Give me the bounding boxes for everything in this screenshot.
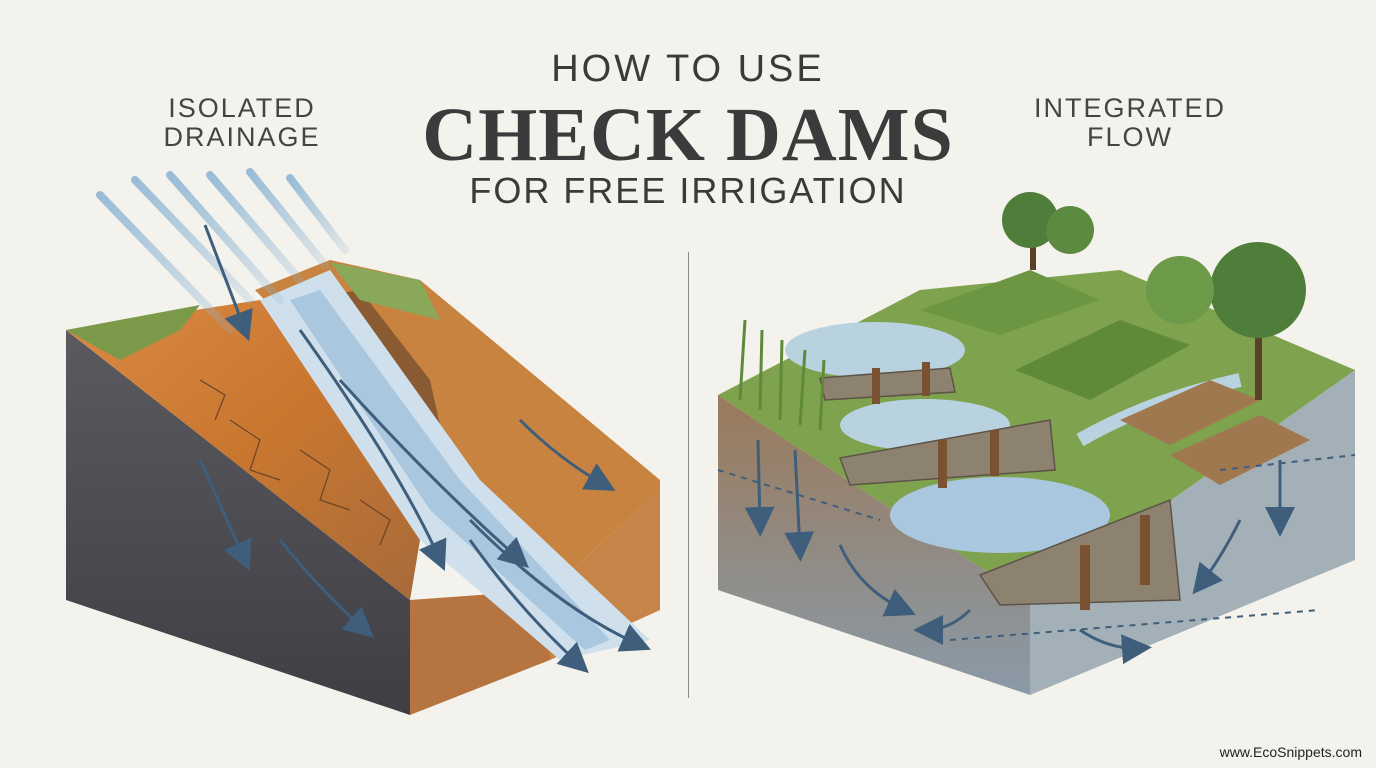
left-panel-label: ISOLATED DRAINAGE <box>122 94 362 152</box>
rain <box>96 168 349 334</box>
watermark[interactable]: www.EcoSnippets.com <box>1219 744 1362 760</box>
grass-patch <box>66 305 200 360</box>
left-label-line2: DRAINAGE <box>163 122 321 152</box>
wooden-stakes <box>872 362 1150 610</box>
crop-beds <box>920 270 1310 485</box>
title-line-3: FOR FREE IRRIGATION <box>469 170 907 211</box>
title-line-1: HOW TO USE <box>551 48 825 90</box>
dry-soil-top <box>66 300 420 600</box>
pond-upper <box>785 322 965 378</box>
slope-front-face <box>66 330 410 715</box>
runoff-arrows <box>198 224 651 674</box>
right-label-line2: FLOW <box>1087 122 1173 152</box>
water-table-line <box>717 469 881 521</box>
panel-divider <box>688 252 689 698</box>
left-label-line1: ISOLATED <box>168 93 316 123</box>
trees <box>1002 192 1306 400</box>
eroded-slope-illustration <box>66 168 660 715</box>
title-line-2: CHECK DAMS <box>422 93 954 177</box>
right-label-line1: INTEGRATED <box>1033 93 1226 123</box>
check-dam-terraces-illustration <box>717 192 1356 695</box>
right-panel-label: INTEGRATED FLOW <box>1010 94 1250 152</box>
corn-plants <box>738 319 826 431</box>
pond-lower <box>890 477 1110 553</box>
soil-cracks <box>199 379 391 546</box>
infiltration-arrows <box>744 439 1295 665</box>
